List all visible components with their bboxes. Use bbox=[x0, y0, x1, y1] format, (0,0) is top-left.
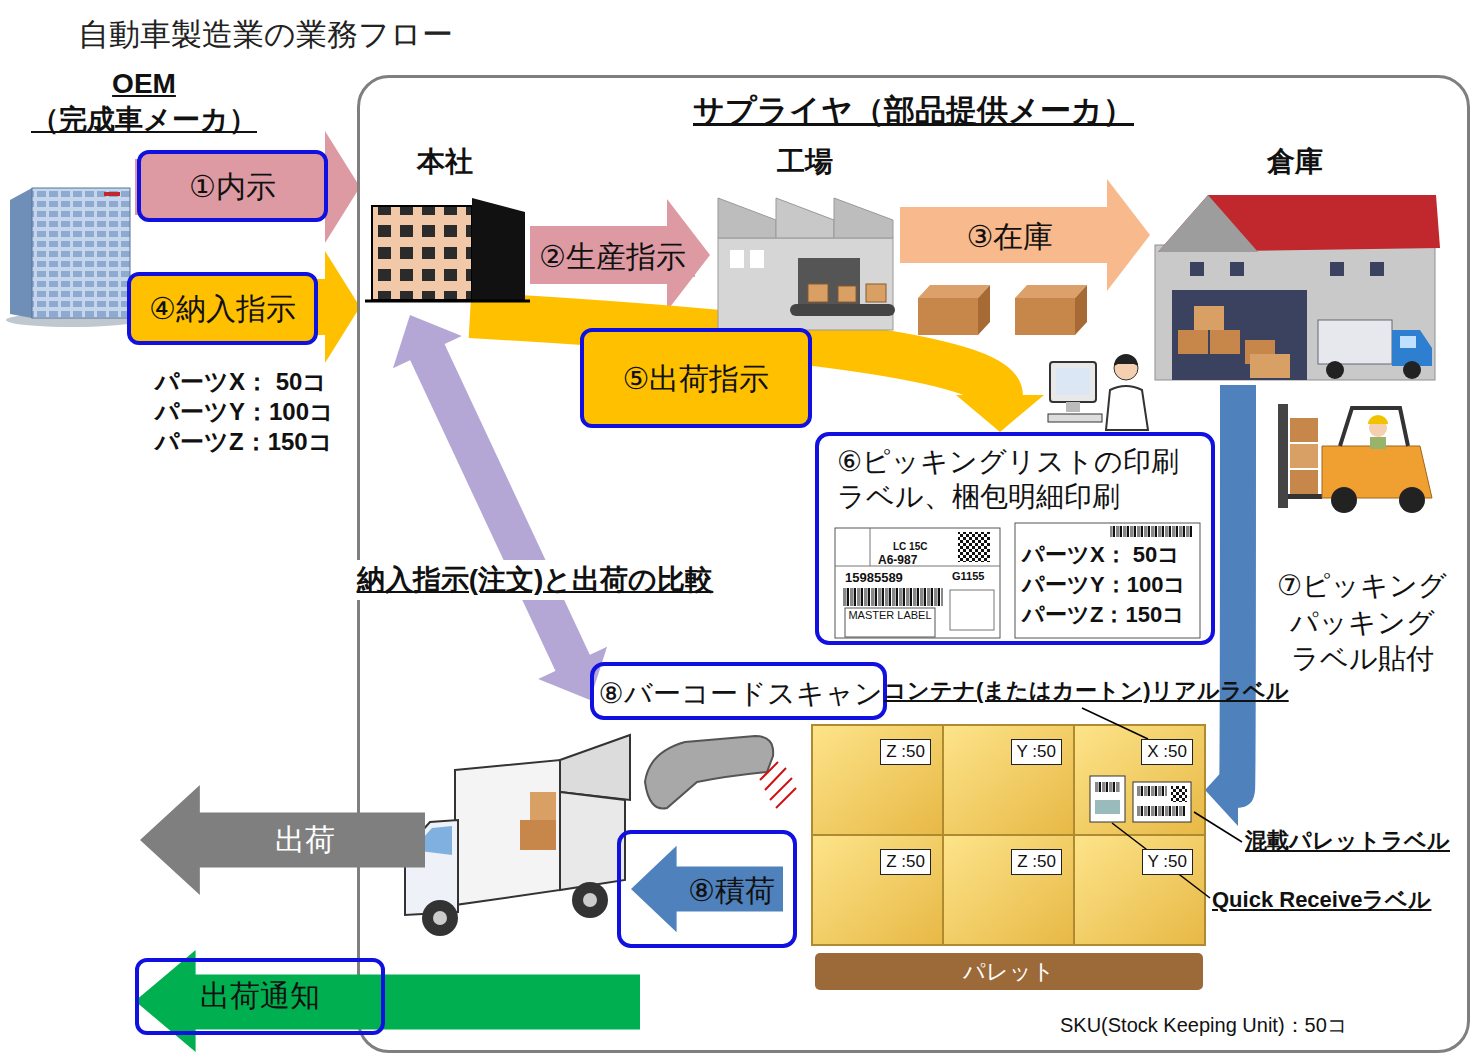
edge-label: ②生産指示 bbox=[530, 235, 695, 277]
label-text: MASTER LABEL bbox=[848, 609, 932, 621]
edge-label: ⑤出荷指示 bbox=[580, 328, 812, 428]
label-text: パーツZ：150コ bbox=[155, 428, 333, 457]
edge-label: 納入指示(注文)と出荷の比較 bbox=[325, 560, 745, 600]
arrow-head bbox=[538, 647, 607, 700]
label-text: 15985589 bbox=[845, 570, 903, 586]
factory: 工場 bbox=[710, 145, 900, 335]
node-text: Z :50 bbox=[880, 739, 931, 765]
carton-stickers bbox=[1090, 776, 1191, 822]
node-text: ⑧バーコードスキャン bbox=[598, 676, 882, 711]
delivery-truck bbox=[405, 735, 630, 936]
barcode-scanner bbox=[645, 736, 796, 808]
label-text: A6-987 bbox=[878, 553, 917, 567]
label-text: G1155 bbox=[952, 570, 984, 583]
label-text: コンテナ(またはカートン)リアルラベル bbox=[884, 678, 1289, 704]
label-text: LC 15C bbox=[893, 541, 927, 553]
node-text: サプライヤ（部品提供メーカ） bbox=[360, 90, 1467, 132]
scan-step-box: ⑧バーコードスキャン bbox=[590, 662, 887, 720]
carton: Y :50 bbox=[943, 725, 1074, 835]
carton: Z :50 bbox=[812, 835, 943, 945]
oem-building-picture bbox=[6, 188, 138, 327]
warehouse: 倉庫 bbox=[1150, 145, 1440, 385]
arrow-head bbox=[1107, 179, 1150, 291]
label-text: パーツY：100コ bbox=[1022, 572, 1186, 598]
head-office-picture bbox=[365, 198, 530, 301]
arrow-body bbox=[135, 950, 640, 1052]
arrow-shaft bbox=[1237, 385, 1238, 790]
node-text: ⑥ピッキングリストの印刷 ラベル、梱包明細印刷 bbox=[837, 444, 1197, 514]
factory-picture bbox=[718, 198, 895, 330]
arrow-head bbox=[325, 251, 360, 363]
flow-arrow bbox=[1205, 385, 1238, 826]
loading-arrow: ⑧積荷 bbox=[617, 830, 797, 948]
edge-label: ④納入指示 bbox=[127, 272, 318, 345]
shipping-label-picture bbox=[835, 528, 1000, 638]
diagram-title: 自動車製造業の業務フロー bbox=[78, 14, 453, 56]
node-text: パレット bbox=[963, 957, 1055, 987]
shipment-arrow: 出荷 bbox=[140, 785, 425, 895]
packing-list-picture bbox=[1015, 523, 1200, 638]
node-text: Y :50 bbox=[1011, 739, 1062, 765]
edge-label: ①内示 bbox=[137, 150, 328, 222]
label-text: パーツY：100コ bbox=[155, 398, 334, 427]
leader-lines bbox=[1082, 708, 1242, 898]
node-text: 倉庫 bbox=[1150, 145, 1440, 179]
flow-arrow bbox=[530, 199, 710, 311]
computer-operator bbox=[1048, 354, 1148, 430]
node-text: 工場 bbox=[710, 145, 900, 179]
label-text: パーツX： 50コ bbox=[155, 368, 327, 397]
label-text: 混載パレットラベル bbox=[1245, 828, 1450, 854]
node-text: OEM （完成車メーカ） bbox=[13, 66, 275, 139]
carton: Y :50 bbox=[1074, 835, 1205, 945]
label-text: パーツZ：150コ bbox=[1022, 602, 1185, 628]
warehouse-picture bbox=[1155, 195, 1440, 380]
node-text: 出荷 bbox=[275, 820, 335, 861]
arrow-head bbox=[956, 395, 1044, 432]
head-office: 本社 bbox=[360, 145, 530, 315]
edge-label: ③在庫 bbox=[950, 215, 1070, 257]
flow-arrow bbox=[393, 315, 607, 700]
node-text: 出荷通知 bbox=[135, 958, 385, 1035]
node-text: X :50 bbox=[1141, 739, 1193, 765]
oem-building: OEM （完成車メーカ） bbox=[5, 182, 135, 327]
node-text: ⑧積荷 bbox=[688, 871, 775, 912]
arrow-shaft bbox=[900, 207, 1108, 263]
carton: Z :50 bbox=[943, 835, 1074, 945]
arrow-head bbox=[393, 315, 462, 368]
node-text: Z :50 bbox=[880, 849, 931, 875]
label-text: SKU(Stock Keeping Unit)：50コ bbox=[1060, 1013, 1347, 1037]
pallet: パレット bbox=[815, 953, 1203, 990]
flow-arrow bbox=[135, 131, 360, 243]
flow-arrow bbox=[900, 179, 1150, 291]
node-text: Y :50 bbox=[1142, 849, 1193, 875]
label-text: Quick Receiveラベル bbox=[1212, 887, 1431, 913]
forklift-picture bbox=[1278, 404, 1432, 513]
arrow-head bbox=[1205, 754, 1238, 826]
arrow-head bbox=[325, 131, 360, 243]
node-text: Z :50 bbox=[1011, 849, 1062, 875]
carton: Z :50 bbox=[812, 725, 943, 835]
label-text: パーツX： 50コ bbox=[1022, 542, 1180, 568]
arrow-shaft bbox=[427, 351, 573, 664]
arrow-body bbox=[140, 785, 425, 895]
carton: X :50 bbox=[1074, 725, 1205, 835]
cardboard-boxes bbox=[918, 285, 1087, 335]
cartons bbox=[812, 725, 1205, 945]
arrow-body bbox=[631, 846, 783, 932]
edge-label: ⑦ピッキング パッキング ラベル貼付 bbox=[1262, 563, 1462, 683]
notice-arrow: 出荷通知 bbox=[135, 950, 640, 1052]
node-text: 本社 bbox=[360, 145, 530, 179]
